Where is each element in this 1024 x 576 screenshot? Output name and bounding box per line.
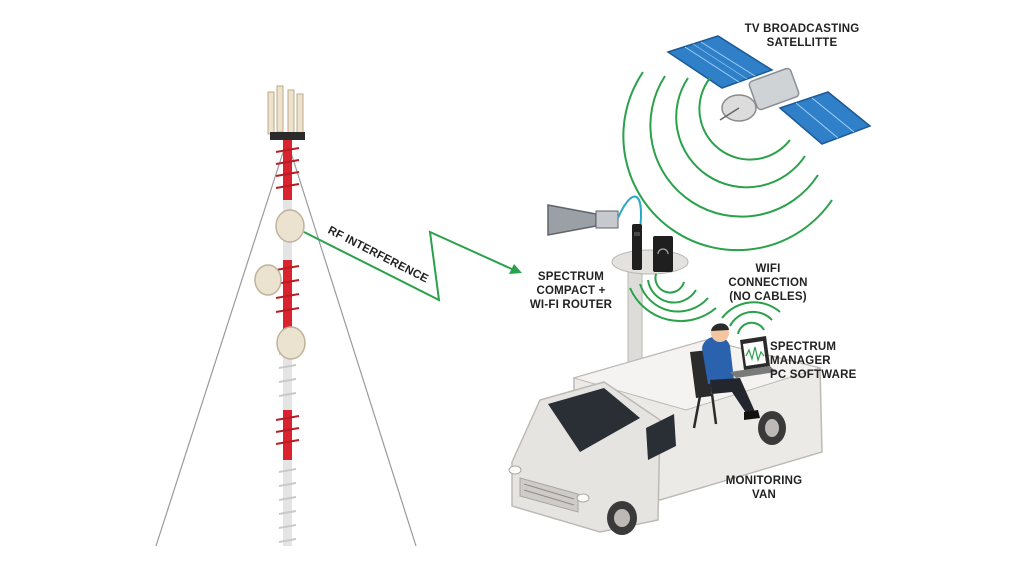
wifi-line1: WIFI: [755, 263, 781, 275]
wifi-line2: CONNECTION: [728, 277, 808, 289]
wifi-router-icon: [653, 236, 673, 272]
satellite-label: TV BROADCASTING SATELLITTE: [742, 22, 862, 50]
laptop-wifi-waves: [721, 301, 781, 335]
satellite-signal-waves: [622, 71, 833, 252]
satellite-label-line1: TV BROADCASTING: [744, 23, 860, 35]
wifi-line3: (NO CABLES): [729, 291, 807, 303]
spectrum-manager-line3: PC SOFTWARE: [770, 369, 857, 381]
spectrum-manager-line1: SPECTRUM: [770, 341, 837, 353]
horn-antenna-icon: [547, 195, 642, 236]
spectrum-analyzer-icon: [632, 224, 642, 270]
spectrum-compact-line1: SPECTRUM: [537, 271, 605, 283]
satellite-label-line2: SATELLITTE: [766, 37, 838, 49]
laptop-icon: [730, 336, 776, 378]
satellite-icon: [666, 35, 872, 145]
spectrum-compact-line3: WI-FI ROUTER: [529, 299, 613, 311]
van-icon: [508, 249, 823, 535]
wifi-connection-label: WIFI CONNECTION (NO CABLES): [720, 262, 816, 304]
spectrum-compact-label: SPECTRUM COMPACT + WI-FI ROUTER: [523, 270, 619, 312]
monitoring-van-label: MONITORING VAN: [716, 474, 812, 502]
spectrum-manager-line2: MANAGER: [770, 355, 831, 367]
spectrum-compact-line2: COMPACT +: [536, 285, 606, 297]
monitoring-van-line1: MONITORING: [725, 475, 803, 487]
spectrum-manager-label: SPECTRUM MANAGER PC SOFTWARE: [770, 340, 870, 382]
monitoring-van-line2: VAN: [751, 489, 777, 501]
router-wifi-waves: [629, 273, 717, 322]
rf-interference-arrow: [303, 230, 522, 302]
cell-tower-icon: [155, 85, 417, 547]
operator-icon: [690, 323, 760, 429]
